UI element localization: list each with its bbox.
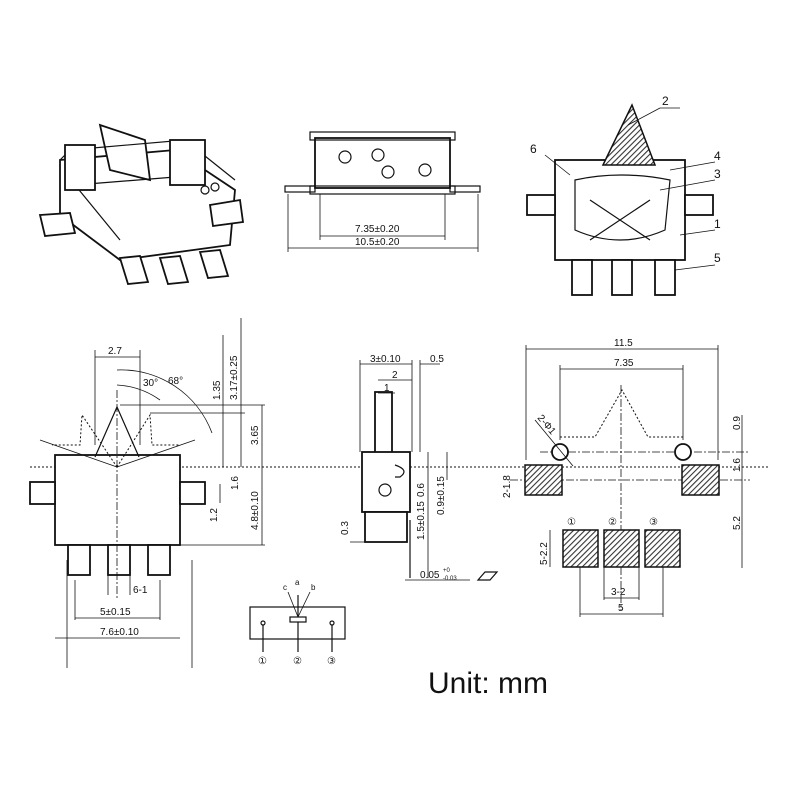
footprint-pin-1: ① <box>567 517 576 528</box>
dim-side-pad: 2-1.8 <box>502 475 513 498</box>
dim-0-6: 0.6 <box>416 483 427 497</box>
flatness-icon <box>476 571 499 581</box>
angle-68: 68° <box>168 376 183 387</box>
dim-pad: 5-2.2 <box>539 542 550 565</box>
dim-flatness-upper: +0 <box>443 568 451 574</box>
footprint-pin-3: ③ <box>649 517 658 528</box>
dim-1-6: 1.6 <box>230 476 241 490</box>
callout-1: 1 <box>714 217 721 231</box>
dim-inner: 7.35±0.20 <box>355 224 400 235</box>
position-a: a <box>295 578 300 587</box>
dim-pitch: 5±0.15 <box>100 607 131 618</box>
dim-pad-w: 3-2 <box>611 587 626 598</box>
dim-flatness: 0.05 <box>420 570 440 581</box>
schematic: c a b ① ② ③ <box>249 578 346 667</box>
dim-outer: 10.5±0.20 <box>355 237 400 248</box>
callout-4: 4 <box>714 149 721 163</box>
dim-1-2: 1.2 <box>209 508 220 522</box>
dim-0-5: 0.5 <box>430 354 444 365</box>
dim-flatness-lower: -0.03 <box>443 576 457 582</box>
dim-total: 7.6±0.10 <box>100 627 139 638</box>
dim-1-5: 1.5±0.15 <box>416 501 427 540</box>
dim-1: 1 <box>384 383 390 394</box>
dim-0-9: 0.9±0.15 <box>436 476 447 515</box>
dim-1-6: 1.6 <box>732 458 743 472</box>
dim-11-5: 11.5 <box>614 338 633 349</box>
end-view: 3±0.10 0.5 2 1 0.6 0.9±0.15 1.5±0.15 0.3… <box>340 354 499 582</box>
dim-3-65: 3.65 <box>250 425 261 445</box>
dim-1-35: 1.35 <box>212 380 223 400</box>
dim-4-8: 4.8±0.10 <box>250 491 261 530</box>
dim-2-7: 2.7 <box>108 346 122 357</box>
dim-0-3: 0.3 <box>340 521 351 535</box>
dim-7-35: 7.35 <box>614 358 634 369</box>
pcb-footprint: 11.5 7.35 2-Φ1 2-1.8 0.9 1.6 5.2 5-2.2 ①… <box>502 338 750 617</box>
dim-3: 3±0.10 <box>370 354 401 365</box>
callout-5: 5 <box>714 251 721 265</box>
callout-3: 3 <box>714 167 721 181</box>
unit-label: Unit: mm <box>428 667 548 700</box>
angle-30: 30° <box>143 378 158 389</box>
section-view: 2 6 4 3 1 5 <box>526 94 721 296</box>
callout-6: 6 <box>530 142 537 156</box>
dim-3-17: 3.17±0.25 <box>229 355 240 400</box>
side-view: 2.7 30° 68° 1.35 3.17±0.25 3.65 1.6 1.2 … <box>29 318 265 668</box>
isometric-view <box>38 123 245 285</box>
callout-2: 2 <box>662 94 669 108</box>
dim-5-2: 5.2 <box>732 516 743 530</box>
schematic-pin-3: ③ <box>327 656 336 667</box>
dim-2: 2 <box>392 370 398 381</box>
position-c: c <box>283 583 287 592</box>
footprint-pin-2: ② <box>608 517 617 528</box>
dim-pin: 6-1 <box>133 585 148 596</box>
top-view: 7.35±0.20 10.5±0.20 <box>284 131 481 252</box>
dim-0-9: 0.9 <box>732 416 743 430</box>
schematic-pin-1: ① <box>258 656 267 667</box>
schematic-pin-2: ② <box>293 656 302 667</box>
position-b: b <box>311 583 316 592</box>
dim-pitch: 5 <box>618 603 624 614</box>
